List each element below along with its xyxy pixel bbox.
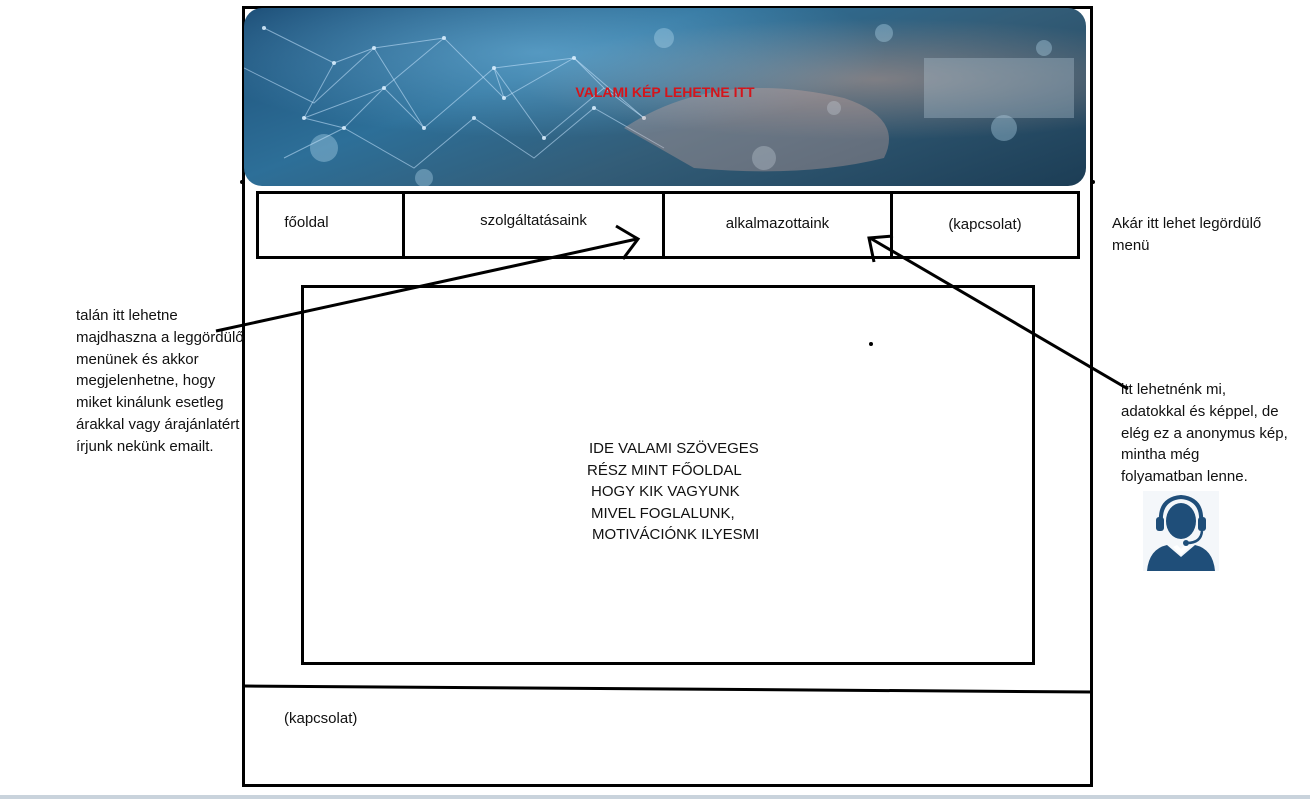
- nav-item-kapcsolat[interactable]: (kapcsolat): [893, 194, 1077, 256]
- footer-contact[interactable]: (kapcsolat): [284, 710, 358, 727]
- footer-divider: [244, 684, 1094, 694]
- left-note: talán itt lehetne majdhaszna a leggördül…: [76, 305, 244, 458]
- nav-item-alkalmazottaink[interactable]: alkalmazottaink: [665, 194, 893, 256]
- main-content-box: IDE VALAMI SZÖVEGES RÉSZ MINT FŐOLDAL HO…: [301, 285, 1035, 665]
- note-line: menü: [1112, 236, 1150, 254]
- wireframe-frame: [242, 6, 1093, 787]
- arrow-left-head: [615, 224, 641, 260]
- frame-dot: [1091, 180, 1095, 184]
- nav-item-szolgaltatasaink[interactable]: szolgáltatásaink: [405, 194, 665, 256]
- main-navigation: főoldal szolgáltatásaink alkalmazottaink…: [256, 191, 1080, 259]
- content-line: MOTIVÁCIÓNK ILYESMI: [592, 526, 760, 543]
- note-line: elég ez a anonymus kép,: [1121, 424, 1288, 442]
- note-line: Akár itt lehet legördülő: [1112, 215, 1262, 232]
- nav-item-label: (kapcsolat): [948, 216, 1022, 233]
- content-text: IDE VALAMI SZÖVEGES RÉSZ MINT FŐOLDAL HO…: [587, 438, 760, 546]
- frame-dot: [240, 180, 244, 184]
- window-bottom-edge: [0, 795, 1310, 799]
- arrow-left-line: [215, 237, 638, 333]
- note-line: talán itt lehetne: [76, 307, 178, 324]
- note-line: majdhaszna a leggördülő: [76, 328, 244, 346]
- nav-item-label: szolgáltatásaink: [480, 212, 587, 229]
- content-line: IDE VALAMI SZÖVEGES: [589, 440, 759, 457]
- note-line: folyamatban lenne.: [1121, 468, 1248, 486]
- content-line: RÉSZ MINT FŐOLDAL: [587, 461, 742, 479]
- nav-item-label: alkalmazottaink: [725, 215, 830, 232]
- note-line: írjunk nekünk emailt.: [76, 437, 214, 455]
- hero-caption: VALAMI KÉP LEHETNE ITT: [575, 84, 755, 100]
- nav-item-label: főoldal: [284, 214, 329, 231]
- network-pattern: [244, 24, 1074, 186]
- support-agent-icon: [1143, 491, 1219, 571]
- note-line: menünek és akkor: [76, 350, 199, 368]
- note-line: itt lehetnénk mi,: [1121, 381, 1227, 398]
- content-line: HOGY KIK VAGYUNK: [591, 483, 740, 500]
- note-line: megjelenhetne, hogy: [76, 372, 216, 390]
- stray-dot: [869, 342, 873, 346]
- note-line: adatokkal és képpel, de: [1121, 402, 1279, 420]
- content-line: MIVEL FOGLALUNK,: [591, 504, 735, 522]
- arrow-right-head: [867, 234, 894, 263]
- hero-banner: VALAMI KÉP LEHETNE ITT: [244, 8, 1086, 186]
- arrow-right-line: [869, 236, 1129, 391]
- dropdown-note: Akár itt lehet legördülő menü: [1112, 213, 1261, 257]
- note-line: árakkal vagy árajánlatért: [76, 415, 240, 433]
- note-line: miket kinálunk esetleg: [76, 394, 224, 412]
- right-note: itt lehetnénk mi, adatokkal és képpel, d…: [1121, 379, 1288, 488]
- note-line: mintha még: [1121, 446, 1200, 464]
- nav-item-fooldal[interactable]: főoldal: [259, 194, 405, 256]
